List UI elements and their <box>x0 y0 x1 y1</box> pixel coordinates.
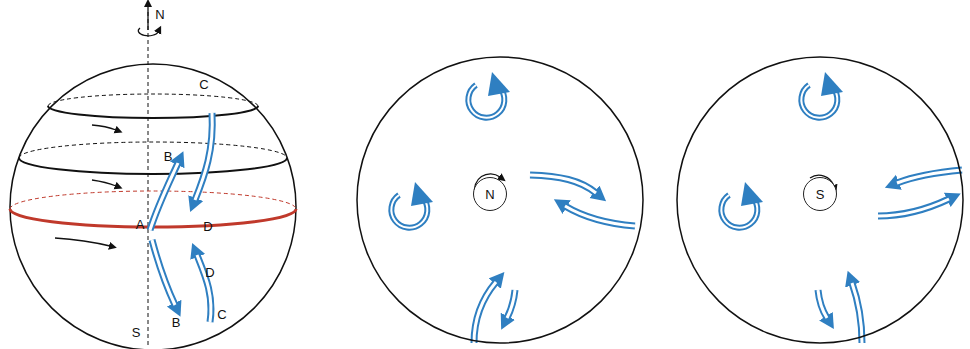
pole-label: N <box>485 188 494 201</box>
point-label: N <box>155 8 164 21</box>
point-label: C <box>217 308 226 321</box>
pole-circle: N <box>473 177 507 211</box>
point-label: B <box>164 150 173 163</box>
north-view <box>357 57 643 343</box>
rotation-icons <box>391 72 843 228</box>
deflection-arrows <box>150 113 962 343</box>
globe <box>10 6 296 349</box>
point-label: S <box>132 326 141 339</box>
point-label: D <box>205 266 214 279</box>
point-label: D <box>203 220 212 233</box>
point-label: A <box>136 218 145 231</box>
point-label: B <box>172 316 181 329</box>
pole-label: S <box>816 188 825 201</box>
pole-circle: S <box>803 177 837 211</box>
point-label: C <box>199 78 208 91</box>
south-view <box>677 57 963 343</box>
